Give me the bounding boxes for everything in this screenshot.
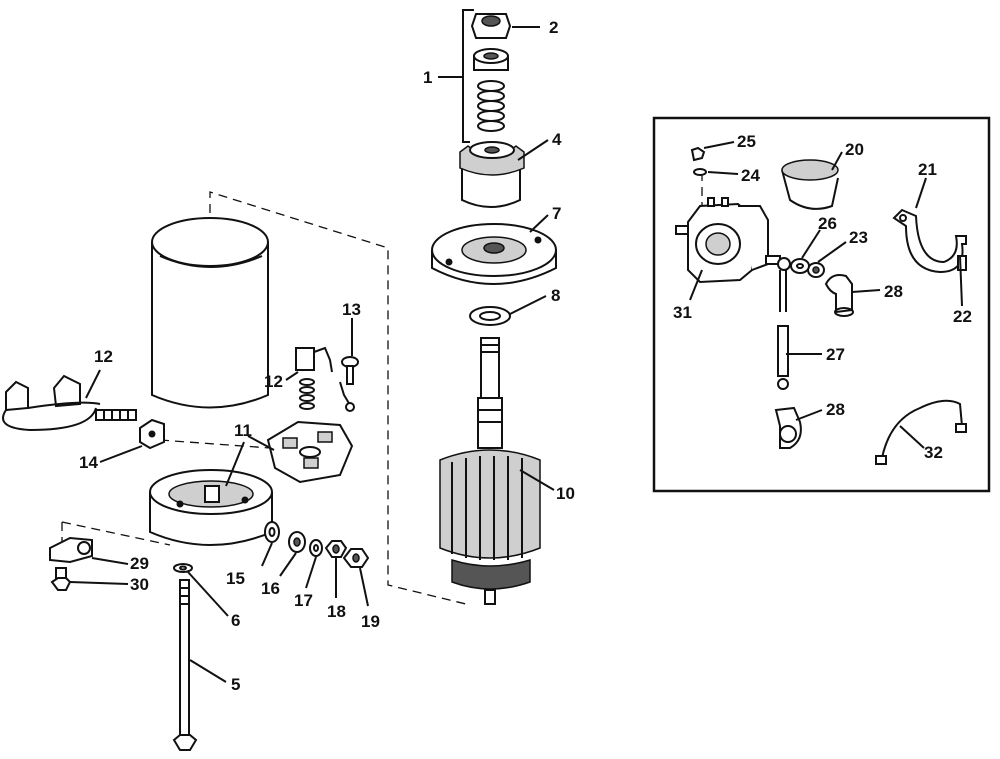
- callout-28-upper: 28: [884, 282, 903, 301]
- thrust-washer: [469, 306, 511, 326]
- terminal-boot-28-lower: [774, 406, 802, 449]
- battery-cable: [777, 257, 791, 390]
- screw-30: [50, 567, 72, 591]
- brush-set: [2, 374, 137, 432]
- bracket-29: [49, 536, 93, 564]
- callout-32: 32: [924, 443, 943, 462]
- washer-26: [790, 258, 810, 274]
- nut-18: [324, 540, 348, 558]
- callout-26: 26: [818, 214, 837, 233]
- callout-10: 10: [556, 484, 575, 503]
- lock-washer-6: [173, 563, 193, 573]
- callout-1: 1: [423, 68, 432, 87]
- upper-end-cap: [431, 223, 557, 285]
- callout-18: 18: [327, 602, 346, 621]
- commutator-end-cap: [149, 469, 273, 546]
- callout-24: 24: [741, 166, 760, 185]
- lock-washer-24: [693, 168, 707, 176]
- leader-lines: [69, 26, 963, 683]
- through-bolt: [172, 579, 198, 751]
- brush-lead-screw: [339, 356, 359, 412]
- terminal-insulator: [139, 418, 165, 450]
- callout-27: 27: [826, 345, 845, 364]
- callout-23: 23: [849, 228, 868, 247]
- callout-4: 4: [552, 130, 562, 149]
- callout-11: 11: [234, 421, 252, 440]
- solenoid-kit-frame: [652, 116, 991, 493]
- callout-8: 8: [551, 286, 560, 305]
- callout-labels: 2 1 4 7 8 10 11 12 13 12 14 15 16 17 18 …: [79, 18, 972, 694]
- lock-washer-17: [309, 539, 323, 557]
- callout-14: 14: [79, 453, 98, 472]
- callout-7: 7: [552, 204, 561, 223]
- callout-30: 30: [130, 575, 149, 594]
- pinion-nut: [470, 13, 512, 39]
- ground-strap: [875, 399, 967, 465]
- callout-21: 21: [918, 160, 937, 179]
- nut-23: [807, 262, 825, 278]
- callout-20: 20: [845, 140, 864, 159]
- brush-holder: [266, 420, 354, 484]
- callout-16: 16: [261, 579, 280, 598]
- screw-22: [957, 255, 967, 271]
- solenoid-bracket: [892, 208, 967, 274]
- solenoid-boot: [781, 159, 839, 210]
- nut-19: [342, 548, 370, 568]
- spring-retainer: [473, 48, 509, 71]
- callout-2: 2: [549, 18, 558, 37]
- pinion-bracket: [462, 9, 474, 143]
- callout-31: 31: [673, 303, 692, 322]
- callout-19: 19: [361, 612, 380, 631]
- callout-25: 25: [737, 132, 756, 151]
- callout-15: 15: [226, 569, 245, 588]
- drive-pinion: [459, 141, 525, 208]
- callout-6: 6: [231, 611, 240, 630]
- callout-29: 29: [130, 554, 149, 573]
- callout-5: 5: [231, 675, 240, 694]
- callout-28-lower: 28: [826, 400, 845, 419]
- field-frame: [151, 217, 269, 409]
- washer-16: [288, 531, 306, 553]
- pinion-spring: [477, 80, 505, 132]
- callout-17: 17: [294, 591, 313, 610]
- callout-22: 22: [953, 307, 972, 326]
- callout-12-left: 12: [94, 347, 113, 366]
- callout-12-right: 12: [264, 372, 283, 391]
- washer-15: [264, 521, 280, 543]
- armature: [439, 337, 541, 605]
- brush-and-spring: [295, 346, 333, 410]
- terminal-boot-28-upper: [824, 274, 854, 317]
- terminal-nut-25: [690, 146, 706, 162]
- callout-13: 13: [342, 300, 361, 319]
- solenoid: [675, 197, 781, 284]
